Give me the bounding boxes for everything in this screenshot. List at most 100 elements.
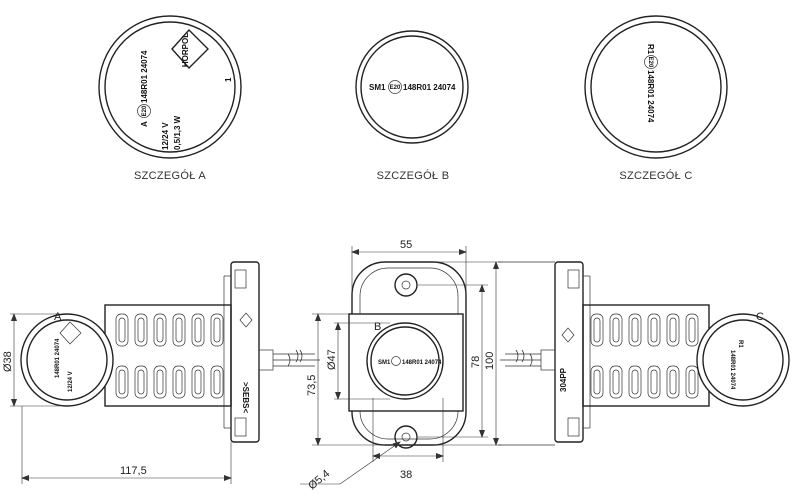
dim-front-width-bottom: 38 bbox=[400, 469, 412, 481]
rib bbox=[628, 365, 642, 399]
left-side-view: 148R01 24074 12/24 V A >SEBS< Ø38 117,5 bbox=[2, 261, 320, 484]
rib-inner bbox=[118, 317, 126, 343]
rib-inner bbox=[156, 369, 164, 395]
rib bbox=[609, 365, 623, 399]
rib-inner bbox=[213, 317, 221, 343]
rib-inner bbox=[137, 369, 145, 395]
rib-inner bbox=[688, 317, 696, 343]
rib-inner bbox=[631, 317, 639, 343]
rib-inner bbox=[631, 369, 639, 395]
dim-front-diameter: Ø47 bbox=[326, 349, 338, 370]
side-marking-left: >SEBS< bbox=[241, 382, 250, 413]
front-lens-inner bbox=[370, 326, 440, 396]
dim-front-width-top: 55 bbox=[400, 239, 412, 251]
rib bbox=[191, 313, 205, 347]
rib bbox=[609, 313, 623, 347]
rib bbox=[115, 313, 129, 347]
mounting-hole-top bbox=[394, 273, 418, 297]
e-mark-circle bbox=[388, 80, 402, 94]
lens-a-voltage: 12/24 V bbox=[68, 371, 74, 392]
right-lamp-body bbox=[582, 304, 710, 407]
rib bbox=[590, 365, 604, 399]
dim-front-height-outer: 73,5 bbox=[306, 375, 318, 396]
rib bbox=[115, 365, 129, 399]
rib bbox=[153, 365, 167, 399]
rib-inner bbox=[118, 369, 126, 395]
side-marking-right: 304PP bbox=[559, 367, 568, 392]
rib bbox=[172, 365, 186, 399]
e-mark-text: E20 bbox=[647, 57, 653, 68]
rib-inner bbox=[194, 317, 202, 343]
detail-a-letter: A bbox=[140, 121, 149, 127]
detail-a: HORPOL A E20 148R01 24074 12/24 V 0,5/1,… bbox=[98, 15, 242, 182]
rib bbox=[685, 365, 699, 399]
detail-a-approval-number: 148R01 24074 bbox=[140, 50, 149, 103]
right-wires bbox=[500, 349, 541, 367]
rib-inner bbox=[593, 369, 601, 395]
rib-inner bbox=[688, 369, 696, 395]
rib-inner bbox=[669, 369, 677, 395]
detail-b-caption: SZCZEGÓŁ B bbox=[377, 169, 450, 182]
rib bbox=[666, 313, 680, 347]
e-mark-circle bbox=[644, 55, 658, 69]
mounting-hole-bottom bbox=[394, 425, 418, 449]
rib-inner bbox=[669, 317, 677, 343]
detail-b-inner-circle bbox=[360, 35, 464, 139]
e-mark-text: E20 bbox=[142, 105, 148, 116]
rib bbox=[134, 365, 148, 399]
rib-inner bbox=[137, 317, 145, 343]
dim-front-height-100: 100 bbox=[484, 352, 496, 370]
detail-b-approval-number: 148R01 24074 bbox=[403, 83, 456, 92]
mounting-plate bbox=[230, 261, 260, 443]
rib bbox=[210, 313, 224, 347]
right-lens-approval: 148R01 24074 bbox=[729, 350, 735, 390]
detail-c-approval-number: 148R01 24074 bbox=[646, 70, 655, 123]
right-lens-inner bbox=[702, 319, 784, 401]
dim-left-length: 117,5 bbox=[120, 465, 147, 477]
wires bbox=[273, 349, 320, 367]
rib bbox=[628, 313, 642, 347]
detail-a-approval: A E20 148R01 24074 bbox=[137, 50, 151, 127]
detail-a-inner-circle bbox=[104, 21, 236, 153]
rib-inner bbox=[156, 317, 164, 343]
horpol-logo-text: HORPOL bbox=[181, 33, 190, 67]
detail-a-outer-circle bbox=[98, 15, 242, 159]
rib-inner bbox=[213, 369, 221, 395]
detail-c-outer-circle bbox=[584, 15, 728, 159]
e-mark-text: E20 bbox=[390, 85, 401, 91]
detail-c-inner-circle bbox=[590, 21, 722, 153]
rib-inner bbox=[593, 317, 601, 343]
rib-inner bbox=[175, 369, 183, 395]
detail-a-voltage: 12/24 V bbox=[161, 122, 170, 150]
rib-inner bbox=[612, 369, 620, 395]
detail-c-caption: SZCZEGÓŁ C bbox=[619, 169, 692, 182]
rubber-arm-ribs bbox=[115, 313, 224, 399]
rib bbox=[685, 313, 699, 347]
dim-front-height-78: 78 bbox=[470, 356, 482, 368]
rib bbox=[210, 365, 224, 399]
front-lens-prefix: SM1 bbox=[378, 360, 391, 366]
front-detail-letter: B bbox=[374, 321, 381, 333]
detail-b-outer-circle bbox=[355, 30, 469, 144]
detail-b: SM1 E20 148R01 24074 SZCZEGÓŁ B bbox=[355, 30, 469, 182]
rib bbox=[647, 313, 661, 347]
detail-b-prefix: SM1 bbox=[369, 83, 386, 92]
lens-outer bbox=[20, 313, 114, 407]
rib bbox=[647, 365, 661, 399]
front-lens-approval: 148R01 24074 bbox=[402, 360, 442, 366]
rib-inner bbox=[650, 317, 658, 343]
rib bbox=[153, 313, 167, 347]
dim-left-diameter: Ø38 bbox=[2, 351, 14, 372]
rib-inner bbox=[612, 317, 620, 343]
rib bbox=[172, 313, 186, 347]
horpol-logo: HORPOL bbox=[171, 28, 209, 70]
detail-c-approval: R1 E20 148R01 24074 bbox=[644, 44, 658, 123]
detail-c-prefix: R1 bbox=[646, 44, 655, 55]
rib bbox=[191, 365, 205, 399]
right-side-view: R1 148R01 24074 C 304PP bbox=[498, 261, 790, 446]
lens-a-approval: 148R01 24074 bbox=[55, 338, 61, 378]
right-mounting-plate bbox=[554, 261, 584, 443]
lamp-body bbox=[104, 304, 232, 407]
rib bbox=[666, 365, 680, 399]
